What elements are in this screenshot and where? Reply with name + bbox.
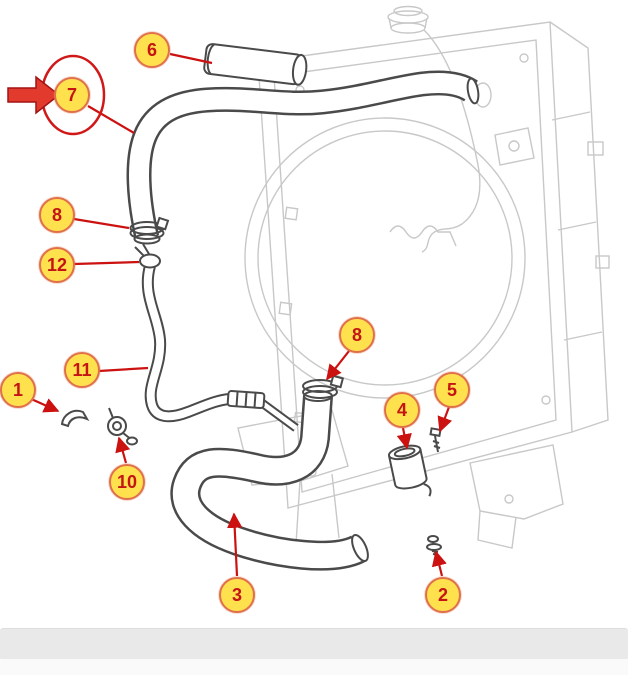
callout-balloon-part-8-lower[interactable]: 8 [339, 317, 375, 353]
callout-number: 10 [116, 472, 138, 492]
callout-balloon-part-8-upper[interactable]: 8 [39, 197, 75, 233]
hose-part-11 [141, 264, 266, 423]
callout-balloon-part-3[interactable]: 3 [219, 577, 255, 613]
callout-number: 2 [437, 585, 448, 605]
callout-balloon-part-11[interactable]: 11 [64, 352, 100, 388]
footer-below [0, 659, 628, 675]
leader-part-4 [396, 427, 412, 450]
leader-part-10 [115, 436, 131, 464]
bracket-part-1 [60, 409, 90, 428]
upper-hose [126, 70, 480, 245]
callout-leaders [28, 52, 453, 577]
fan-shroud-outer-circle [244, 117, 526, 399]
leader-part-6 [169, 52, 213, 65]
leader-part-5 [437, 406, 453, 433]
hose-part-6 [203, 43, 308, 86]
leader-part-1 [28, 396, 60, 413]
lower-hose-part-3 [170, 390, 369, 571]
leader-part-8-upper [73, 217, 130, 230]
part-7-highlight [7, 54, 106, 136]
callout-number: 8 [51, 205, 62, 225]
clamp-part-12 [134, 243, 161, 269]
callout-balloon-part-1[interactable]: 1 [0, 372, 36, 408]
callout-number: 6 [146, 40, 157, 60]
callout-balloon-part-12[interactable]: 12 [39, 247, 75, 283]
callout-number: 3 [231, 585, 242, 605]
radiator-cap [387, 5, 429, 34]
leader-part-7 [87, 105, 135, 134]
callout-number: 7 [66, 85, 77, 105]
outlet-part-4 [387, 444, 432, 497]
callout-number: 11 [72, 360, 92, 380]
leader-part-8-lower [326, 350, 350, 381]
callout-number: 4 [396, 400, 407, 420]
callout-number: 12 [46, 255, 68, 275]
hose-fitting [226, 389, 266, 410]
leader-part-3 [226, 512, 243, 577]
bolt-part-2 [426, 535, 442, 558]
clamp-part-8-upper [129, 216, 170, 240]
callout-balloon-part-7[interactable]: 7 [54, 77, 90, 113]
callout-balloon-part-2[interactable]: 2 [425, 577, 461, 613]
callout-number: 5 [446, 380, 457, 400]
pointer-arrow-icon [7, 75, 61, 115]
callout-number: 8 [351, 325, 362, 345]
footer-bar [0, 628, 628, 660]
callout-balloon-part-10[interactable]: 10 [109, 464, 145, 500]
callout-balloon-part-5[interactable]: 5 [434, 372, 470, 408]
bolt-part-5 [429, 427, 442, 453]
callout-balloon-part-4[interactable]: 4 [384, 392, 420, 428]
leader-part-12 [73, 260, 140, 266]
fan-shroud-inner-circle [257, 130, 513, 386]
leader-part-2 [431, 550, 447, 577]
callout-balloon-part-6[interactable]: 6 [134, 32, 170, 68]
callout-number: 1 [12, 380, 23, 400]
leader-part-11 [98, 366, 149, 373]
clamp-part-10 [107, 407, 138, 446]
